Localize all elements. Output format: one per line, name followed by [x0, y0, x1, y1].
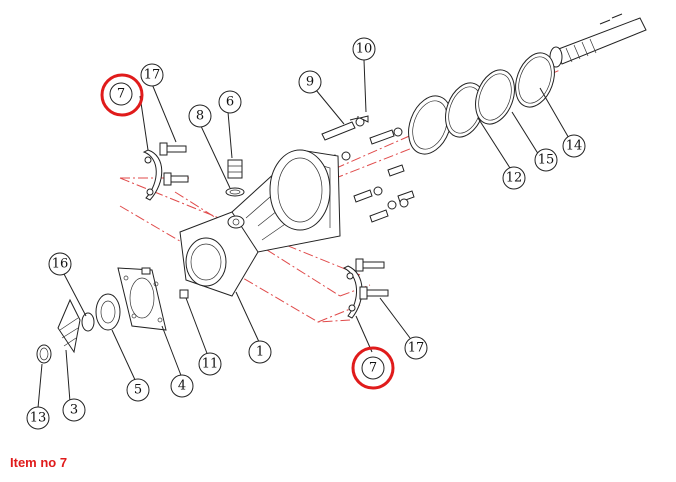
callout-12: 12 — [502, 166, 526, 190]
callout-8: 8 — [188, 104, 212, 128]
o-rings — [408, 52, 555, 155]
callout-label: 4 — [178, 379, 186, 394]
callout-4: 4 — [170, 374, 194, 398]
callout-label: 10 — [356, 42, 373, 57]
callout-label: 11 — [202, 357, 219, 372]
callout-9: 9 — [298, 70, 322, 94]
callout-label: 17 — [144, 68, 161, 83]
callout-11: 11 — [198, 352, 222, 376]
callout-label: 15 — [538, 153, 555, 168]
item-caption: Item no 7 — [10, 455, 68, 470]
callout-label: 17 — [408, 341, 425, 356]
callout-label: 13 — [30, 411, 47, 426]
callout-14: 14 — [562, 134, 586, 158]
exploded-parts-diagram: 1 3 4 5 6 7 7 8 9 10 11 12 13 14 15 16 1… — [26, 13, 647, 430]
callout-label: 7 — [117, 87, 125, 102]
callout-7-lower: 7 — [351, 346, 395, 390]
clamp-strap-upper — [142, 149, 163, 201]
callout-label: 7 — [369, 361, 377, 376]
callout-label: 8 — [196, 109, 204, 124]
highlight-ring — [100, 73, 144, 117]
callout-label: 3 — [70, 403, 78, 418]
callout-17-lower: 17 — [404, 336, 428, 360]
callout-label: 9 — [306, 75, 314, 90]
callout-5: 5 — [126, 378, 150, 402]
flange-gasket — [117, 267, 167, 331]
callout-17-upper: 17 — [140, 63, 164, 87]
leader-lines — [37, 59, 571, 409]
callout-13: 13 — [26, 406, 50, 430]
callout-label: 12 — [506, 171, 523, 186]
highlight-ring — [351, 346, 395, 390]
breather-fitting — [225, 159, 245, 197]
callout-1: 1 — [248, 340, 272, 364]
callout-label: 16 — [52, 257, 69, 272]
callout-label: 6 — [226, 95, 234, 110]
callout-3: 3 — [62, 398, 86, 422]
callout-label: 1 — [256, 345, 264, 360]
callout-label: 14 — [566, 139, 583, 154]
callout-label: 5 — [134, 383, 142, 398]
clamp-strap-lower — [342, 258, 389, 319]
upper-bolts — [159, 142, 189, 186]
callout-6: 6 — [218, 90, 242, 114]
callout-15: 15 — [534, 148, 558, 172]
callout-7-upper: 7 — [100, 73, 144, 117]
gearbox-housing — [179, 149, 341, 297]
callout-16: 16 — [48, 252, 72, 276]
callout-10: 10 — [352, 37, 376, 61]
drive-shaft — [549, 13, 647, 68]
bearing-and-gear — [36, 267, 189, 364]
